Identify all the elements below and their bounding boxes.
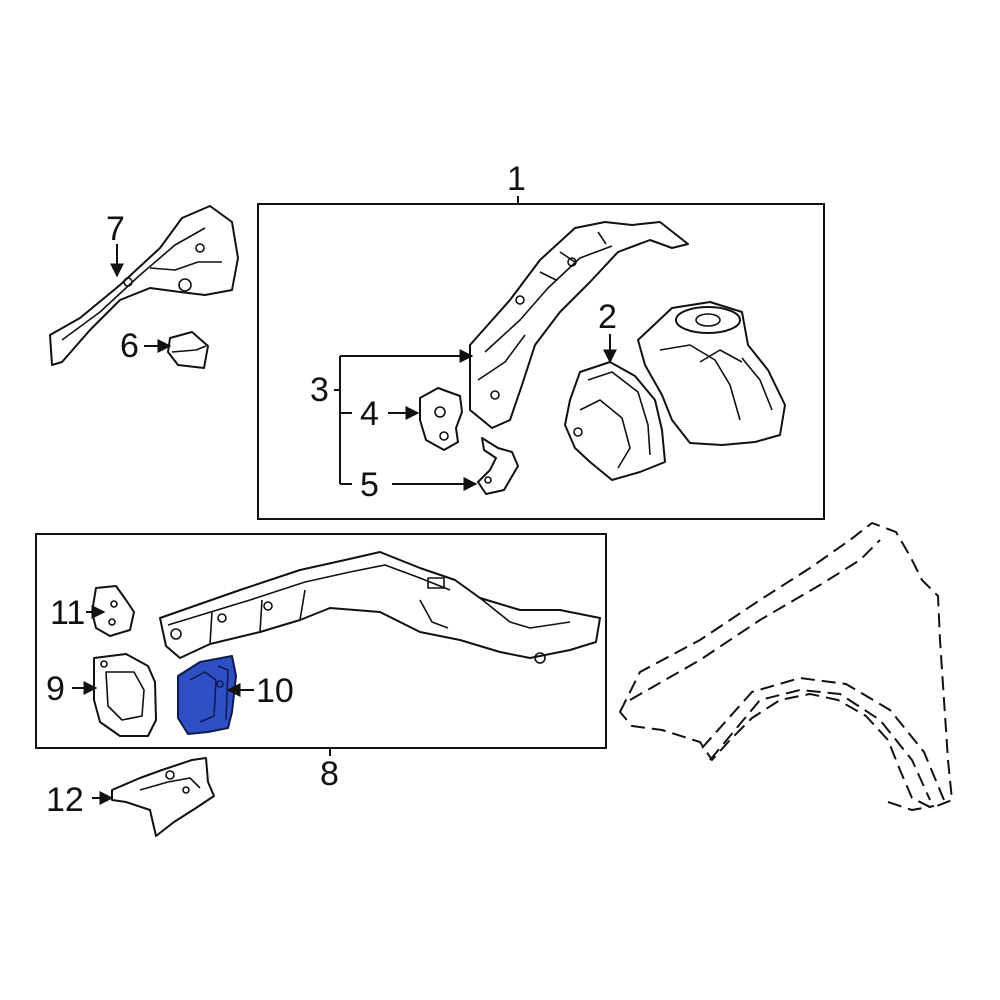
part-4-bracket[interactable] (419, 387, 463, 451)
callout-3[interactable]: 3 (310, 371, 329, 409)
part-6-gusset[interactable] (167, 331, 209, 369)
part-8-side-member[interactable] (159, 551, 601, 664)
callout-4[interactable]: 4 (360, 395, 379, 433)
part-3-apron-reinforcement[interactable] (469, 221, 689, 429)
callout-6[interactable]: 6 (120, 327, 139, 365)
part-1-shock-tower[interactable] (637, 301, 786, 446)
callout-8[interactable]: 8 (320, 755, 339, 793)
part-9-plate[interactable] (93, 653, 157, 737)
callout-1[interactable]: 1 (507, 160, 526, 198)
part-2-wheelhouse[interactable] (564, 361, 666, 481)
part-5-small-bracket[interactable] (477, 437, 519, 495)
part-7-upper-rail[interactable] (49, 205, 239, 366)
group-box-8 (35, 533, 607, 749)
part-12-lower-bracket[interactable] (111, 757, 215, 837)
fender-reference-outline (619, 522, 953, 811)
group-box-1 (257, 203, 825, 520)
callout-7[interactable]: 7 (106, 210, 125, 248)
callout-9[interactable]: 9 (46, 670, 65, 708)
callout-5[interactable]: 5 (360, 466, 379, 504)
callout-10[interactable]: 10 (256, 672, 294, 710)
callout-11[interactable]: 11 (50, 594, 85, 632)
callout-3-bracket (334, 349, 474, 485)
part-10-highlighted-bracket[interactable] (177, 655, 237, 735)
callout-2[interactable]: 2 (598, 298, 617, 336)
callout-12[interactable]: 12 (46, 781, 84, 819)
part-10-fill (177, 655, 237, 735)
